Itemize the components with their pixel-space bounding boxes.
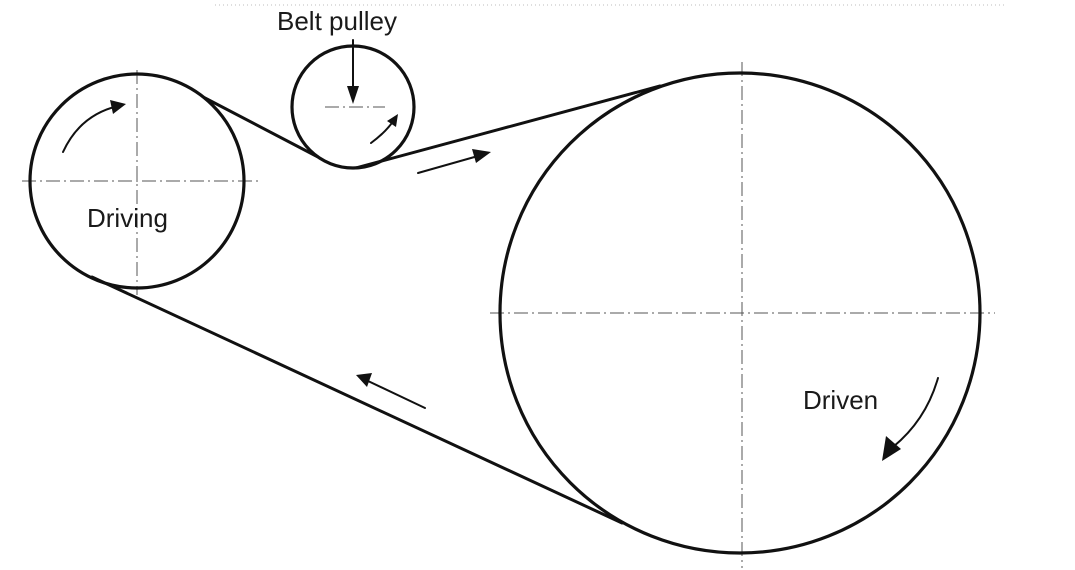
idler-rotation-arrowhead xyxy=(387,114,398,127)
idler-rotation-arrow xyxy=(370,114,398,144)
driving-rotation-arrow-curve xyxy=(62,105,119,153)
belt-pulley-label: Belt pulley xyxy=(277,6,397,36)
lower-belt-arrowhead xyxy=(356,373,372,387)
driven-rotation-arrowhead xyxy=(882,436,901,461)
upper-belt-arrow-shaft xyxy=(417,155,479,174)
driving-label: Driving xyxy=(87,203,168,233)
lower-belt-arrow-shaft xyxy=(367,380,426,409)
driven-label: Driven xyxy=(803,385,878,415)
belt-driving-to-idler xyxy=(203,96,320,159)
driven-pulley xyxy=(490,62,995,568)
belt-driven-to-driving xyxy=(90,275,624,525)
driven-rotation-arrow xyxy=(882,377,939,461)
driving-rotation-arrowhead xyxy=(110,100,126,114)
upper-belt-direction-arrow xyxy=(417,149,491,174)
idler-rotation-arrow-curve xyxy=(370,119,395,144)
idler-load-arrow xyxy=(347,39,359,104)
idler-load-arrowhead xyxy=(347,86,359,104)
upper-belt-arrowhead xyxy=(472,149,491,163)
lower-belt-direction-arrow xyxy=(356,373,426,409)
driving-pulley xyxy=(22,70,262,295)
driven-rotation-arrow-curve xyxy=(892,377,939,448)
driven-pulley-circle xyxy=(498,71,982,555)
driving-rotation-arrow xyxy=(62,100,126,153)
driving-pulley-circle xyxy=(28,72,246,290)
belt-idler-to-driven xyxy=(354,84,662,170)
